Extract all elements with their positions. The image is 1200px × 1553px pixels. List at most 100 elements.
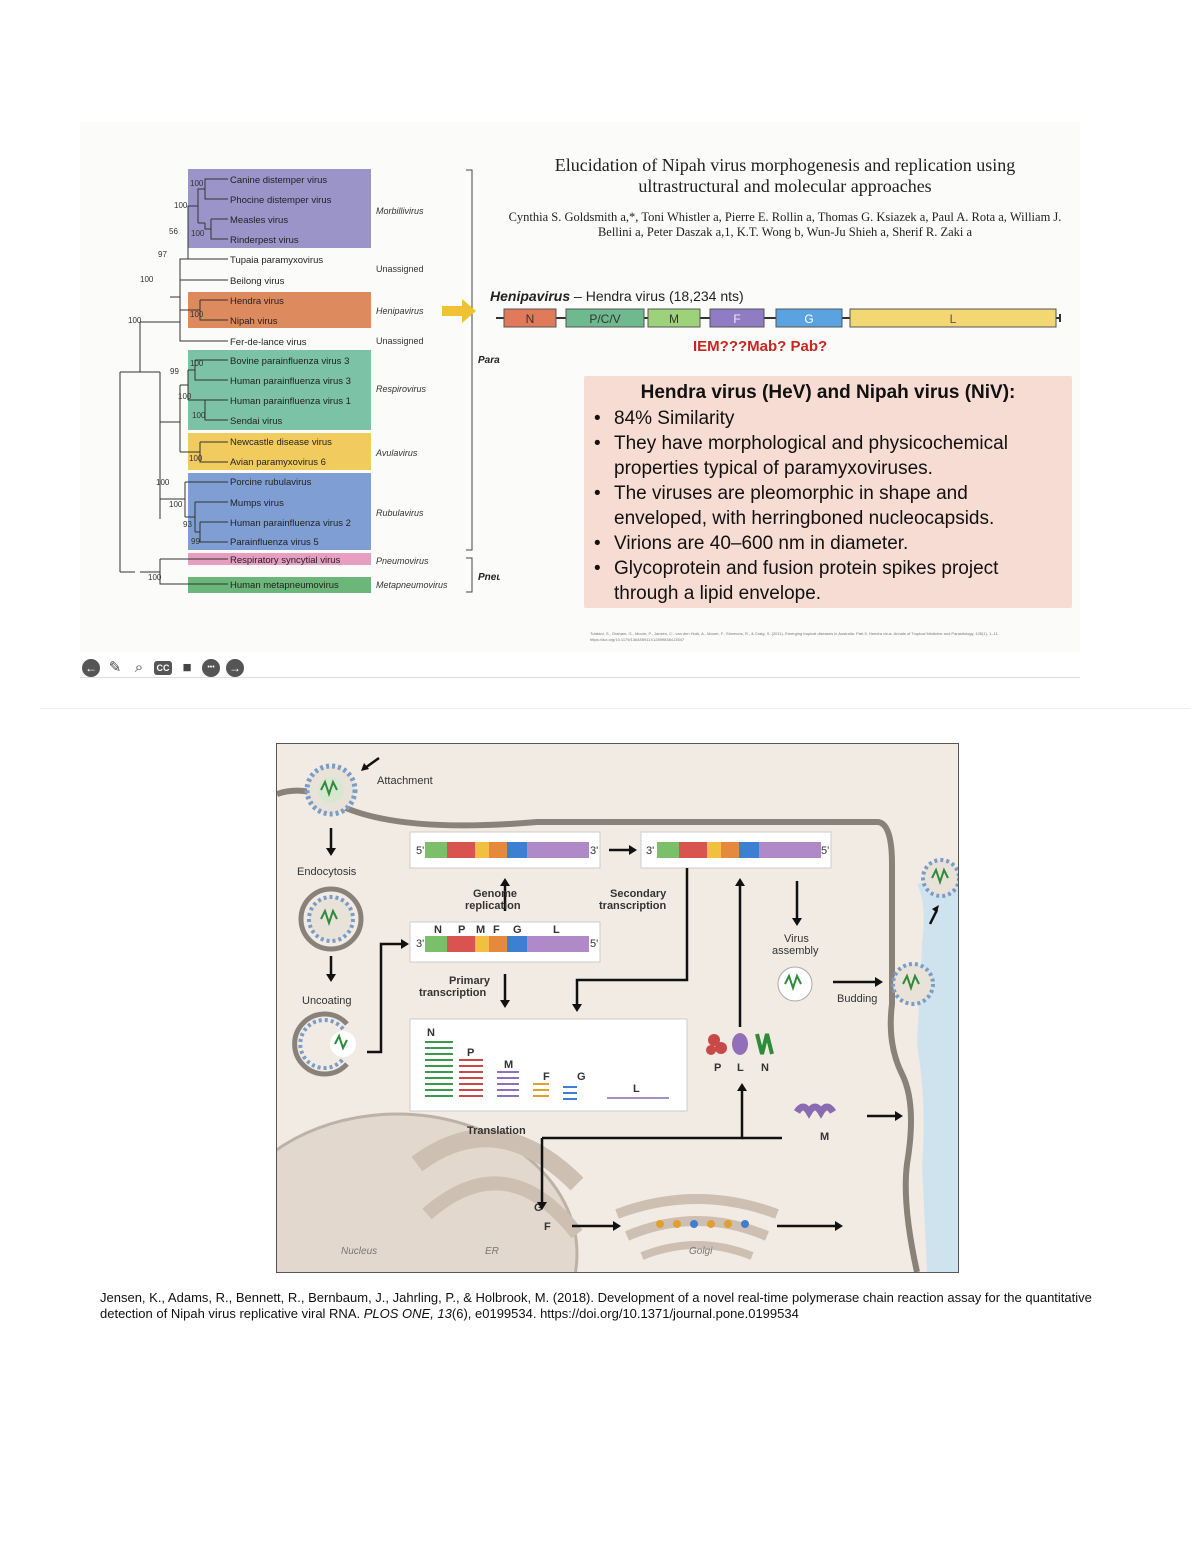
bootstrap-value: 100 [190, 310, 204, 319]
genus-label: Unassigned [376, 336, 424, 346]
gene-label: F [733, 312, 740, 326]
protein-label-n: N [761, 1062, 769, 1074]
info-bullet-list: 84% Similarity They have morphological a… [592, 406, 1062, 606]
protein-label-f: F [544, 1221, 551, 1233]
clade-henipavirus [188, 292, 371, 328]
mrna-label-m: M [504, 1059, 513, 1071]
mrna-label-g: G [577, 1071, 586, 1083]
info-bullet: They have morphological and physicochemi… [592, 431, 1062, 481]
tree-virus-label: Newcastle disease virus [230, 437, 332, 448]
gene-label: L [950, 312, 957, 326]
back-arrow-icon[interactable]: ← [82, 659, 100, 677]
label-uncoating: Uncoating [302, 995, 352, 1007]
paper-title: Elucidation of Nipah virus morphogenesis… [554, 155, 1016, 196]
bootstrap-value: 100 [174, 201, 188, 210]
label-virus-assembly: Virus [784, 933, 809, 945]
clade-avulavirus [188, 433, 371, 470]
search-icon[interactable]: ⌕ [134, 659, 144, 676]
gene-m-block [647, 308, 701, 328]
lifecycle-diagram: 5' 3' 3' 5' 3' 5' N P M F G L N P M F G … [277, 756, 958, 1272]
mrna-label-l: L [633, 1083, 640, 1095]
tree-virus-label: Parainfluenza virus 5 [230, 537, 319, 548]
subfamily-label: Paramyxovirinae [478, 355, 500, 366]
genus-label: Unassigned [376, 264, 424, 274]
clade-respirovirus [188, 350, 371, 430]
cc-icon[interactable]: CC [154, 661, 172, 675]
five-prime-label: 5' [590, 938, 598, 950]
more-icon[interactable]: ••• [202, 659, 220, 677]
label-primary-transcription: Primary [449, 975, 491, 987]
bootstrap-value: 97 [158, 250, 167, 259]
henipavirus-arrow-icon [442, 299, 476, 323]
tree-virus-label: Nipah virus [230, 316, 278, 327]
gene-label: P/C/V [589, 312, 620, 326]
virion-assembly [777, 966, 813, 1002]
tree-virus-label: Human parainfluenza virus 2 [230, 518, 351, 529]
genome-box-top-right [640, 831, 832, 869]
virion-attachment [304, 763, 358, 817]
three-prime-label: 3' [590, 845, 598, 857]
slide-reference: Tulsiani, S., Graham, G., Moore, P., Jan… [590, 631, 999, 642]
golgi [615, 1194, 779, 1219]
gene-g-block [775, 308, 843, 328]
bootstrap-value: 100 [140, 275, 154, 284]
bootstrap-value: 100 [190, 359, 204, 368]
label-budding: Budding [837, 993, 877, 1005]
tree-virus-label: Canine distemper virus [230, 175, 327, 186]
mrna-label-n: N [427, 1027, 435, 1039]
tree-virus-label: Human parainfluenza virus 1 [230, 396, 351, 407]
label-secondary-transcription: transcription [599, 900, 667, 912]
virion-released [921, 858, 958, 898]
tree-virus-label: Fer-de-lance virus [230, 337, 307, 348]
gene-letter: P [458, 924, 465, 936]
label-translation: Translation [467, 1125, 526, 1137]
virion-endocytosis [298, 886, 364, 952]
three-prime-label: 3' [416, 938, 424, 950]
bootstrap-value: 100 [156, 478, 170, 487]
genus-label: Pneumovirus [376, 556, 429, 566]
protein-label-l: L [737, 1062, 744, 1074]
label-genome-replication: replication [465, 900, 521, 912]
clade-metapneumovirus [188, 577, 371, 593]
tree-virus-label: Measles virus [230, 215, 288, 226]
info-bullet: Glycoprotein and fusion protein spikes p… [592, 556, 1062, 606]
bootstrap-value: 100 [191, 229, 205, 238]
golgi-vesicles [656, 1220, 749, 1228]
gene-n-block [503, 308, 557, 328]
info-bullet: Virions are 40–600 nm in diameter. [592, 531, 1062, 556]
subfamily-label: Pneumovirinae [478, 572, 500, 583]
tree-virus-label: Hendra virus [230, 296, 284, 307]
protein-label-p: P [714, 1062, 721, 1074]
tree-virus-label: Human parainfluenza virus 3 [230, 376, 351, 387]
genus-label: Metapneumovirus [376, 580, 448, 590]
bootstrap-value: 99 [191, 537, 200, 546]
genome-map: N P/C/V M F G L [496, 308, 1061, 328]
mrna-label-p: P [467, 1047, 474, 1059]
label-attachment: Attachment [377, 775, 433, 787]
gene-label: G [804, 312, 813, 326]
pencil-icon[interactable]: ✎ [108, 659, 122, 676]
protein-icons [706, 1033, 837, 1119]
citation-journal: PLOS ONE, 13 [363, 1306, 452, 1321]
camera-icon[interactable]: ■ [182, 659, 192, 676]
bootstrap-value: 100 [128, 316, 142, 325]
citation: Jensen, K., Adams, R., Bennett, R., Bern… [100, 1290, 1130, 1322]
extracellular-space [917, 874, 958, 1272]
gene-letter: G [513, 924, 522, 936]
mrna-label-f: F [543, 1071, 550, 1083]
five-prime-label: 5' [821, 845, 829, 857]
label-endocytosis: Endocytosis [297, 866, 357, 878]
clade-rubulavirus [188, 473, 371, 550]
tree-virus-label: Mumps virus [230, 498, 284, 509]
three-prime-label: 3' [646, 845, 654, 857]
bootstrap-value: 100 [189, 454, 203, 463]
citation-authors: Jensen, K., Adams, R., Bennett, R., Bern… [100, 1290, 1092, 1321]
tree-virus-label: Avian paramyxovirus 6 [230, 457, 326, 468]
forward-arrow-icon[interactable]: → [226, 659, 244, 677]
label-golgi: Golgi [689, 1246, 713, 1257]
info-box-title: Hendra virus (HeV) and Nipah virus (NiV)… [640, 382, 1016, 403]
gene-letter: N [434, 924, 442, 936]
gene-letter: M [476, 924, 485, 936]
gene-label: N [526, 312, 535, 326]
label-nucleus: Nucleus [341, 1246, 377, 1257]
